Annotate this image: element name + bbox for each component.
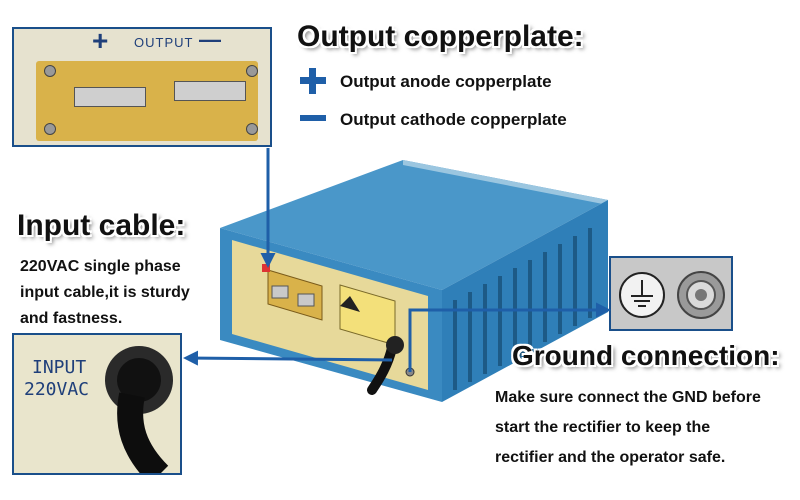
cathode-plate <box>174 81 246 101</box>
ground-connection-inset <box>609 256 733 331</box>
ground-desc-line-1: Make sure connect the GND before <box>495 389 761 406</box>
screw-icon <box>246 123 258 135</box>
cathode-legend-text: Output cathode copperplate <box>340 110 567 129</box>
input-desc-line-1: 220VAC single phase <box>20 258 181 275</box>
plus-icon: + <box>92 27 109 56</box>
anode-plate <box>74 87 146 107</box>
ground-connection-heading: Ground connection: <box>512 340 780 371</box>
cable-icon <box>105 346 173 473</box>
screw-icon <box>44 123 56 135</box>
output-plate-label: OUTPUT <box>134 35 194 50</box>
output-terminal-block <box>267 269 323 321</box>
input-desc-line-3: and fastness. <box>20 310 123 327</box>
device-top-face <box>220 160 608 290</box>
anode-legend-text: Output anode copperplate <box>340 72 552 91</box>
input-panel-label-line-2: 220VAC <box>24 379 90 400</box>
screw-icon <box>44 65 56 77</box>
ground-desc-line-2: start the rectifier to keep the <box>495 419 711 436</box>
minus-icon: — <box>199 27 221 52</box>
copper-board <box>36 61 258 141</box>
input-desc-line-2: input cable,it is sturdy <box>20 284 190 301</box>
input-cable-heading: Input cable: <box>17 209 186 242</box>
output-copperplate-heading: Output copperplate: <box>297 20 584 53</box>
input-panel-label-line-1: INPUT <box>32 357 87 378</box>
minus-icon <box>300 115 326 121</box>
ground-desc-line-3: rectifier and the operator safe. <box>495 449 726 466</box>
plus-icon <box>300 68 326 94</box>
screw-icon <box>246 65 258 77</box>
ground-terminal-icon <box>677 271 725 319</box>
input-cable-inset: INPUT 220VAC <box>12 333 182 475</box>
output-copperplate-inset: + OUTPUT — <box>12 27 272 147</box>
ground-symbol-icon <box>619 272 665 318</box>
